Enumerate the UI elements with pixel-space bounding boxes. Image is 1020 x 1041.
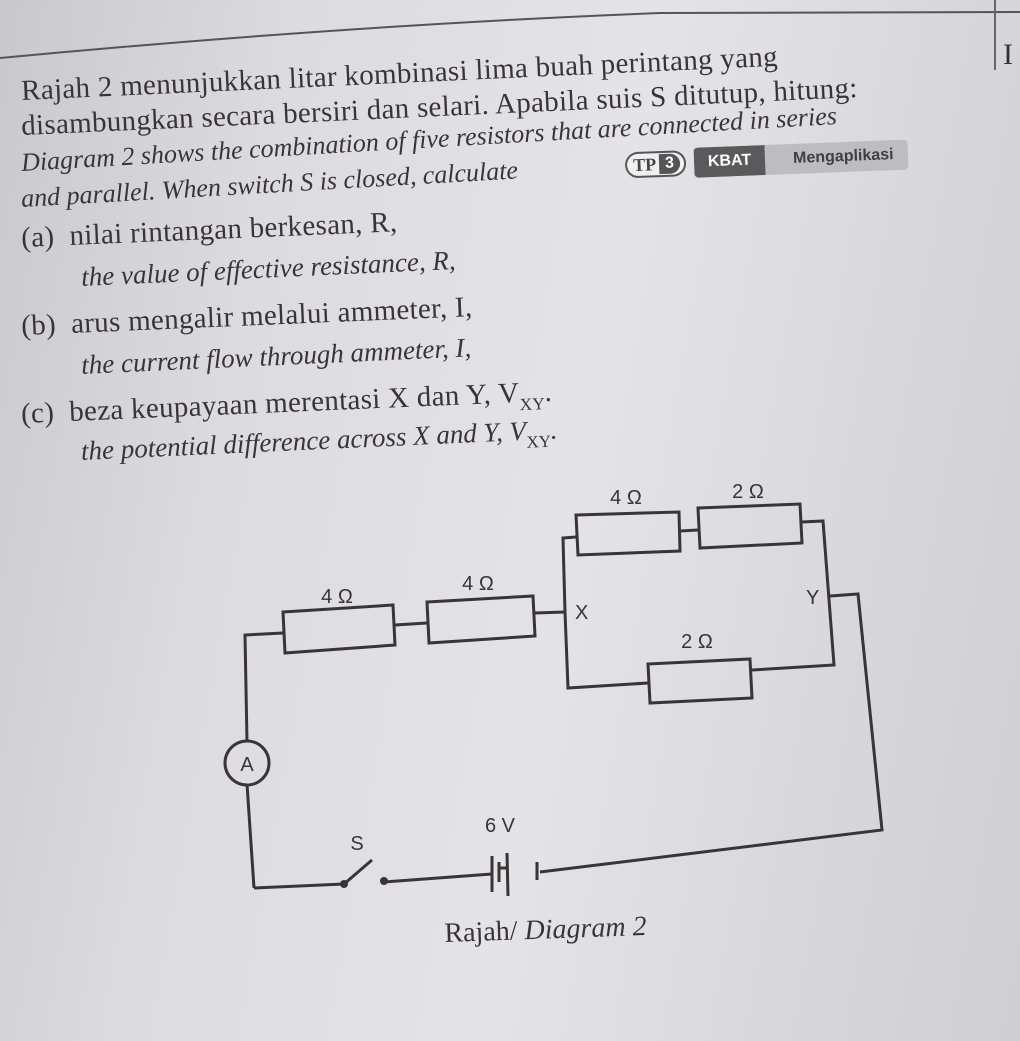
wire-left: [243, 631, 284, 743]
resistor-r4-label: 2 Ω: [732, 481, 764, 503]
node-x-wire: [561, 535, 577, 613]
resistor-r5-label: 2 Ω: [681, 631, 713, 653]
resistor-r4: [696, 502, 804, 550]
node-x-label: X: [575, 602, 588, 624]
switch-contact-left: [340, 880, 348, 888]
caption-malay: Rajah/: [443, 915, 519, 950]
resistor-r2: [425, 594, 537, 645]
edge-mark: I: [1003, 38, 1013, 71]
node-y-label: Y: [806, 587, 819, 609]
wire-right: [539, 592, 884, 874]
node-y-wire: [751, 519, 836, 672]
resistor-r2-label: 4 Ω: [462, 573, 494, 595]
switch-contact-right: [380, 877, 388, 885]
ammeter: [223, 739, 271, 787]
resistor-r5: [646, 657, 754, 705]
wire-switch-battery: [383, 872, 493, 884]
ammeter-label: A: [240, 754, 254, 776]
resistor-r3: [574, 510, 682, 557]
page-edge-divider: [994, 0, 996, 70]
resistor-r3-label: 4 Ω: [610, 487, 642, 509]
resistor-r1: [281, 603, 397, 655]
caption-english: Diagram 2: [523, 910, 648, 947]
switch-label: S: [350, 833, 363, 855]
wire-bottom-left: [245, 783, 256, 889]
battery-label: 6 V: [485, 815, 516, 837]
resistor-r1-label: 4 Ω: [321, 586, 353, 608]
switch-s[interactable]: [253, 858, 373, 890]
